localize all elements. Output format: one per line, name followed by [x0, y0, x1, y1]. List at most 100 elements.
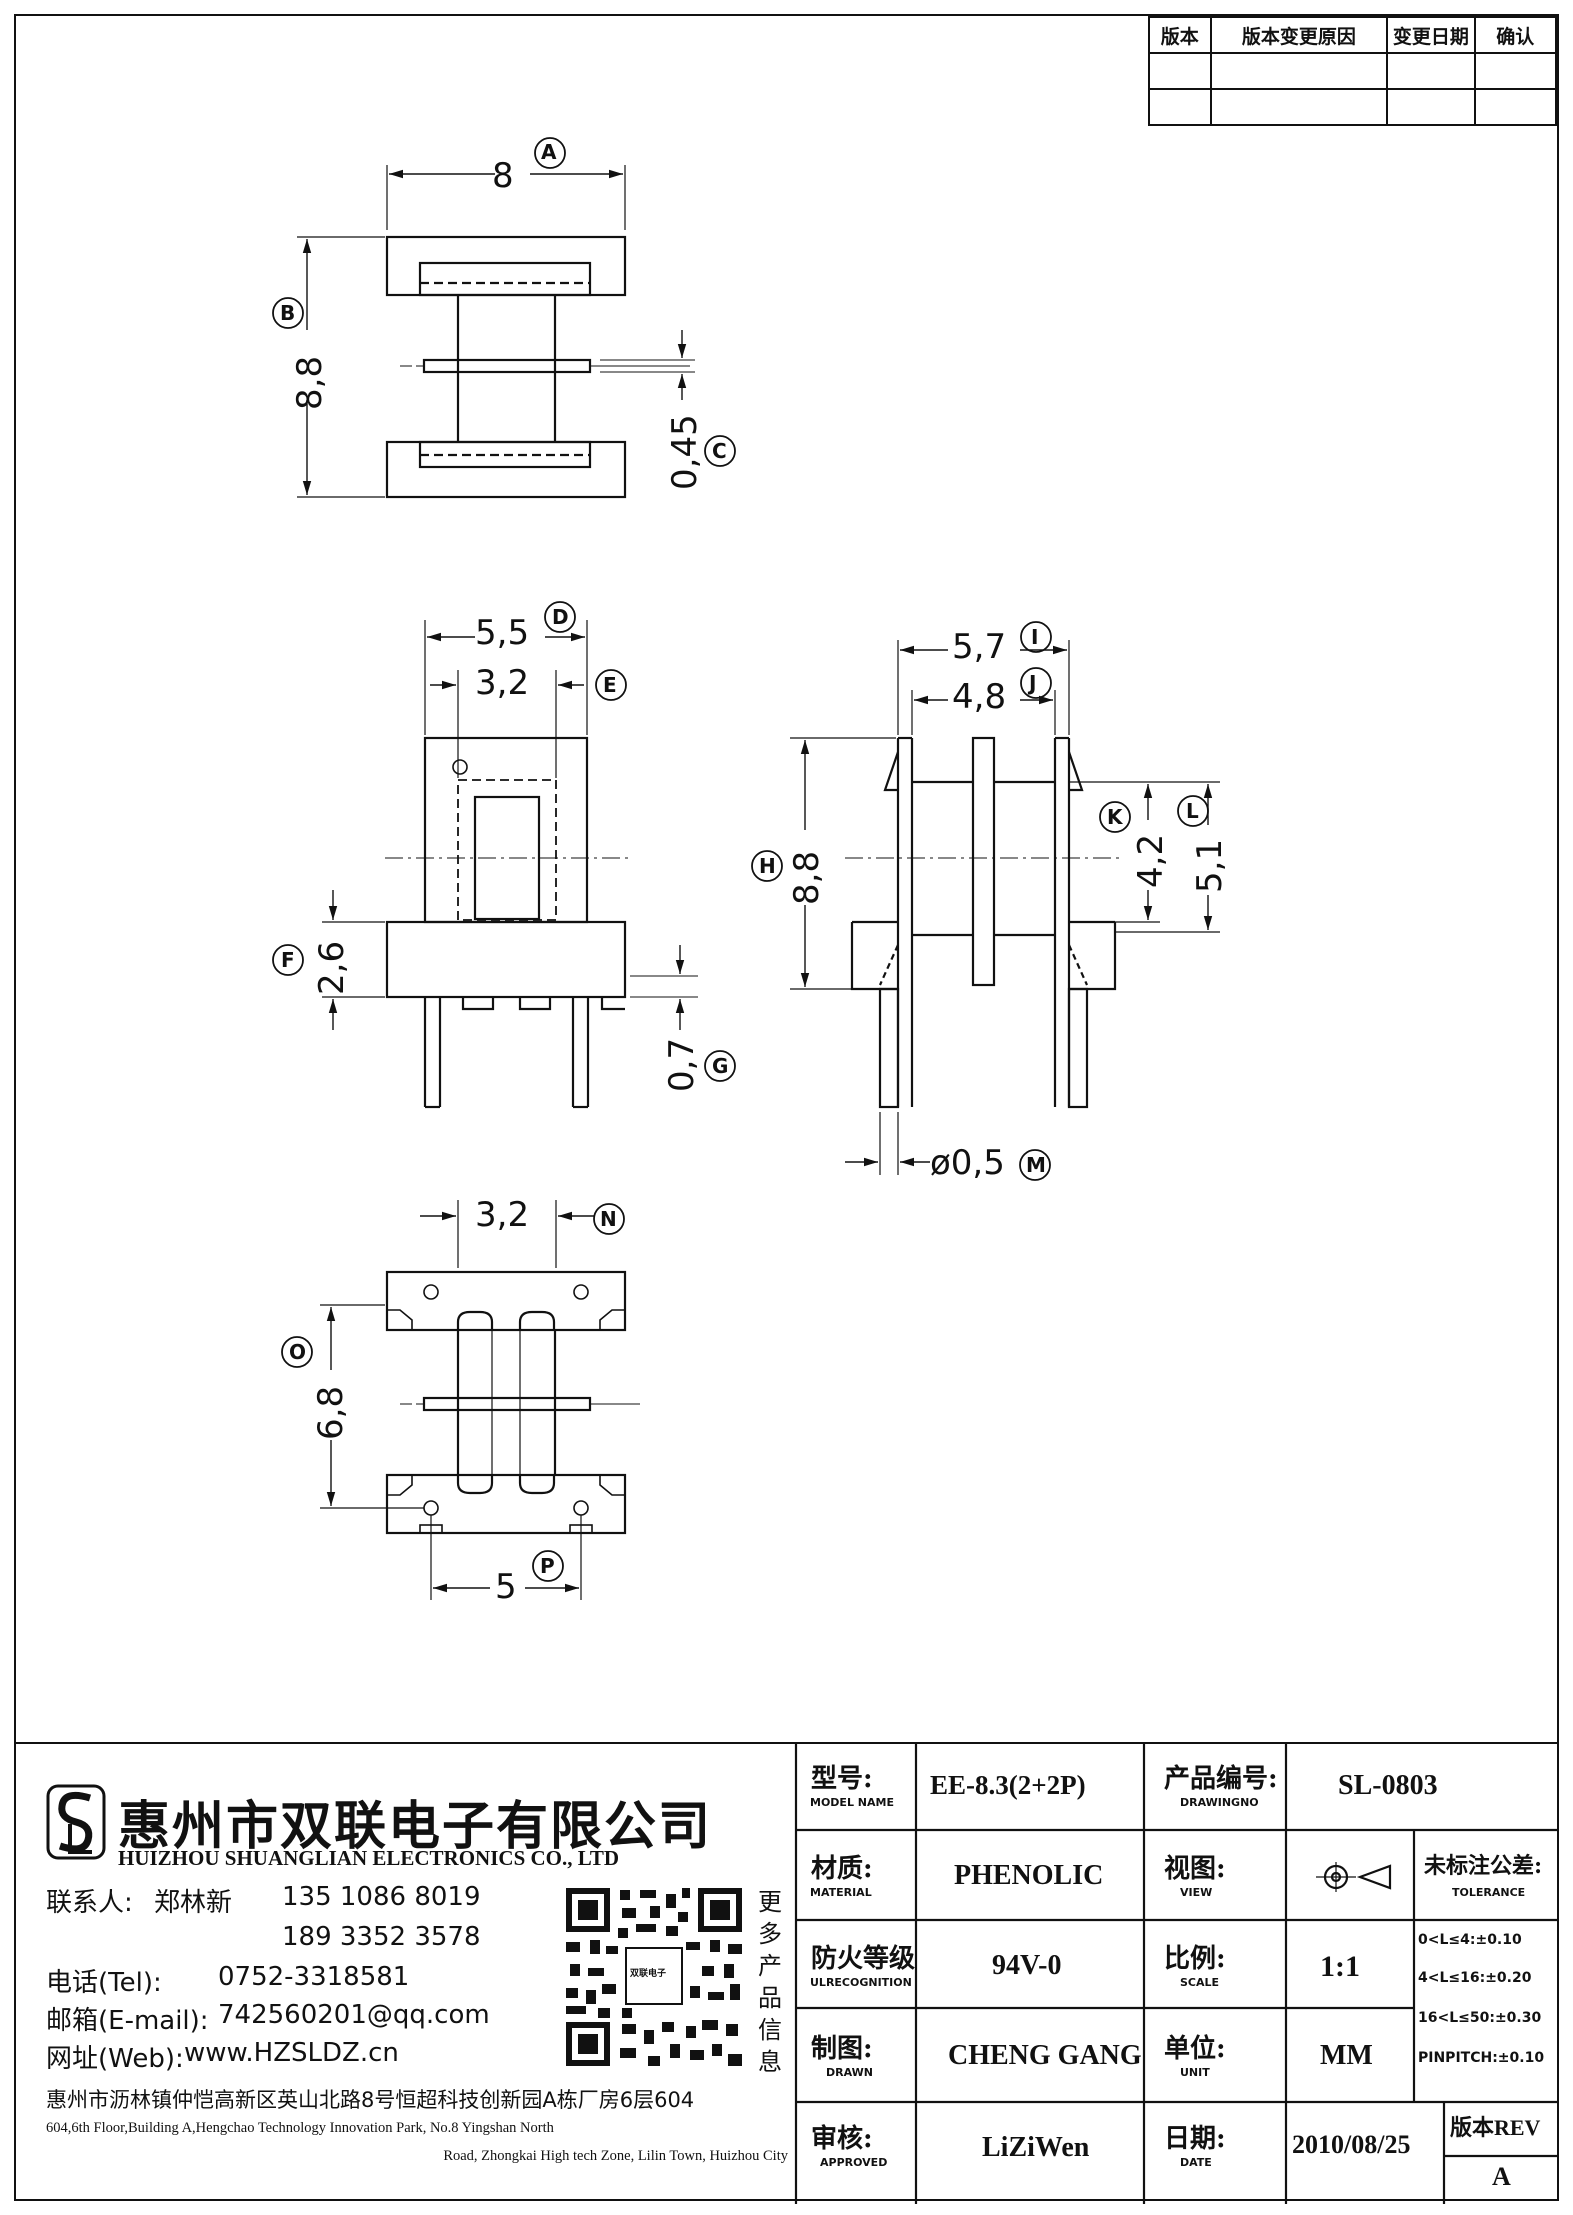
scale-value: 1:1 [1320, 1950, 1360, 1983]
dim-b-value: 8,8 [290, 355, 330, 410]
drawn-label: 制图: [811, 2034, 873, 2064]
more-info-char: 多 [758, 1920, 782, 1948]
drawing-no-sub: DRAWINGNO [1180, 1796, 1259, 1809]
dim-k-value: 4,2 [1131, 833, 1171, 888]
view-sub: VIEW [1180, 1886, 1213, 1899]
rev-cell [1209, 88, 1389, 126]
dim-l-letter: L [1186, 799, 1199, 823]
material-label: 材质: [811, 1854, 873, 1884]
company-logo-icon [46, 1784, 106, 1860]
dim-b-letter: B [280, 301, 296, 325]
tolerance-1: 0<L≤4:±0.10 [1418, 1932, 1522, 1948]
unit-value: MM [1320, 2040, 1373, 2071]
drawing-no-label: 产品编号: [1164, 1764, 1278, 1794]
dim-o-value: 6,8 [311, 1385, 351, 1440]
dim-k-letter: K [1107, 805, 1123, 829]
phone-1: 135 1086 8019 [282, 1882, 481, 1912]
rev-cell [1209, 52, 1389, 90]
dim-p-letter: P [540, 1554, 555, 1578]
rev-cell [1148, 88, 1212, 126]
unit-label: 单位: [1164, 2034, 1226, 2064]
page-frame [14, 14, 1559, 2201]
tolerance-2: 4<L≤16:±0.20 [1418, 1970, 1532, 1986]
dim-p-value: 5 [495, 1567, 517, 1607]
drawn-sub: DRAWN [826, 2066, 873, 2079]
rev-value: A [1492, 2162, 1511, 2191]
web-value: www.HZSLDZ.cn [184, 2038, 399, 2068]
web-label: 网址(Web): [46, 2044, 184, 2074]
dim-e-value: 3,2 [475, 663, 530, 703]
dim-g-value: 0,7 [662, 1037, 702, 1092]
approved-label: 审核: [811, 2124, 873, 2154]
drawing-no-value: SL-0803 [1338, 1770, 1438, 1801]
dim-f-value: 2,6 [312, 940, 352, 995]
model-value: EE-8.3(2+2P) [930, 1770, 1086, 1800]
projection-symbol-icon [1316, 1862, 1392, 1892]
date-label: 日期: [1164, 2124, 1226, 2154]
address-en-1: 604,6th Floor,Building A,Hengchao Techno… [46, 2120, 554, 2136]
dim-j-letter: J [1029, 671, 1037, 695]
dim-i-value: 5,7 [952, 627, 1007, 667]
address-cn: 惠州市沥林镇仲恺高新区英山北路8号恒超科技创新园A栋厂房6层604 [46, 2088, 695, 2112]
title-block-grid [794, 1744, 1559, 2204]
rev-label: 版本REV [1450, 2115, 1541, 2140]
dim-a-letter: A [541, 140, 557, 164]
model-label: 型号: [811, 1764, 873, 1794]
dim-g-letter: G [712, 1054, 729, 1078]
contact-label: 联系人: [46, 1888, 133, 1918]
material-value: PHENOLIC [954, 1860, 1104, 1891]
unit-sub: UNIT [1180, 2066, 1210, 2079]
more-info-char: 品 [758, 1984, 782, 2012]
revision-table: 版本 版本变更原因 变更日期 确认 [1148, 16, 1558, 126]
rev-header-confirm: 确认 [1473, 16, 1558, 54]
dim-h-letter: H [759, 854, 776, 878]
dim-e-letter: E [603, 673, 617, 697]
dim-letter-circles [272, 137, 1209, 1582]
dim-c-value: 0,45 [665, 414, 705, 490]
dim-j-value: 4,8 [952, 677, 1007, 717]
more-info-char: 产 [758, 1952, 782, 1980]
fire-rating-value: 94V-0 [992, 1950, 1062, 1981]
qr-code-icon [562, 1884, 746, 2070]
rev-header-reason: 版本变更原因 [1209, 16, 1389, 54]
scale-label: 比例: [1164, 1944, 1226, 1974]
approved-value: LiZiWen [982, 2132, 1090, 2163]
dim-a-value: 8 [492, 156, 514, 196]
dim-d-letter: D [552, 605, 569, 629]
scale-sub: SCALE [1180, 1976, 1220, 1989]
material-sub: MATERIAL [810, 1886, 872, 1899]
tolerance-3: 16<L≤50:±0.30 [1418, 2010, 1542, 2026]
dim-d-value: 5,5 [475, 613, 530, 653]
front-view [322, 620, 698, 1109]
model-sub: MODEL NAME [810, 1796, 894, 1809]
dim-n-letter: N [600, 1207, 617, 1231]
rev-cell [1473, 88, 1558, 126]
side-view [790, 640, 1220, 1175]
more-info-char: 息 [758, 2048, 782, 2076]
more-info-char: 更 [758, 1888, 782, 1916]
rev-cell [1148, 52, 1212, 90]
title-block: 惠州市双联电子有限公司 HUIZHOU SHUANGLIAN ELECTRONI… [14, 1742, 1559, 2204]
rev-cell [1386, 52, 1476, 90]
email-label: 邮箱(E-mail): [46, 2006, 209, 2036]
top-view [297, 165, 695, 499]
fire-rating-label: 防火等级 [811, 1944, 916, 1974]
date-value: 2010/08/25 [1292, 2130, 1411, 2159]
dim-f-letter: F [281, 948, 295, 972]
dim-h-value: 8,8 [787, 850, 827, 905]
rev-header-date: 变更日期 [1386, 16, 1476, 54]
company-name-en: HUIZHOU SHUANGLIAN ELECTRONICS CO., LTD [118, 1846, 619, 1870]
rev-cell [1386, 88, 1476, 126]
tolerance-4: PINPITCH:±0.10 [1418, 2050, 1545, 2066]
technical-drawing [272, 137, 1220, 1600]
email-value: 742560201@qq.com [218, 2000, 490, 2030]
dim-n-value: 3,2 [475, 1195, 530, 1235]
company-name-cn: 惠州市双联电子有限公司 [118, 1796, 713, 1857]
bottom-view [320, 1200, 640, 1600]
more-info-vertical: 更 多 产 品 信 息 [758, 1886, 788, 2078]
contact-name: 郑林新 [154, 1888, 233, 1918]
dim-m-value: ø0,5 [930, 1143, 1005, 1183]
more-info-char: 信 [758, 2016, 782, 2044]
date-sub: DATE [1180, 2156, 1212, 2169]
rev-cell [1473, 52, 1558, 90]
